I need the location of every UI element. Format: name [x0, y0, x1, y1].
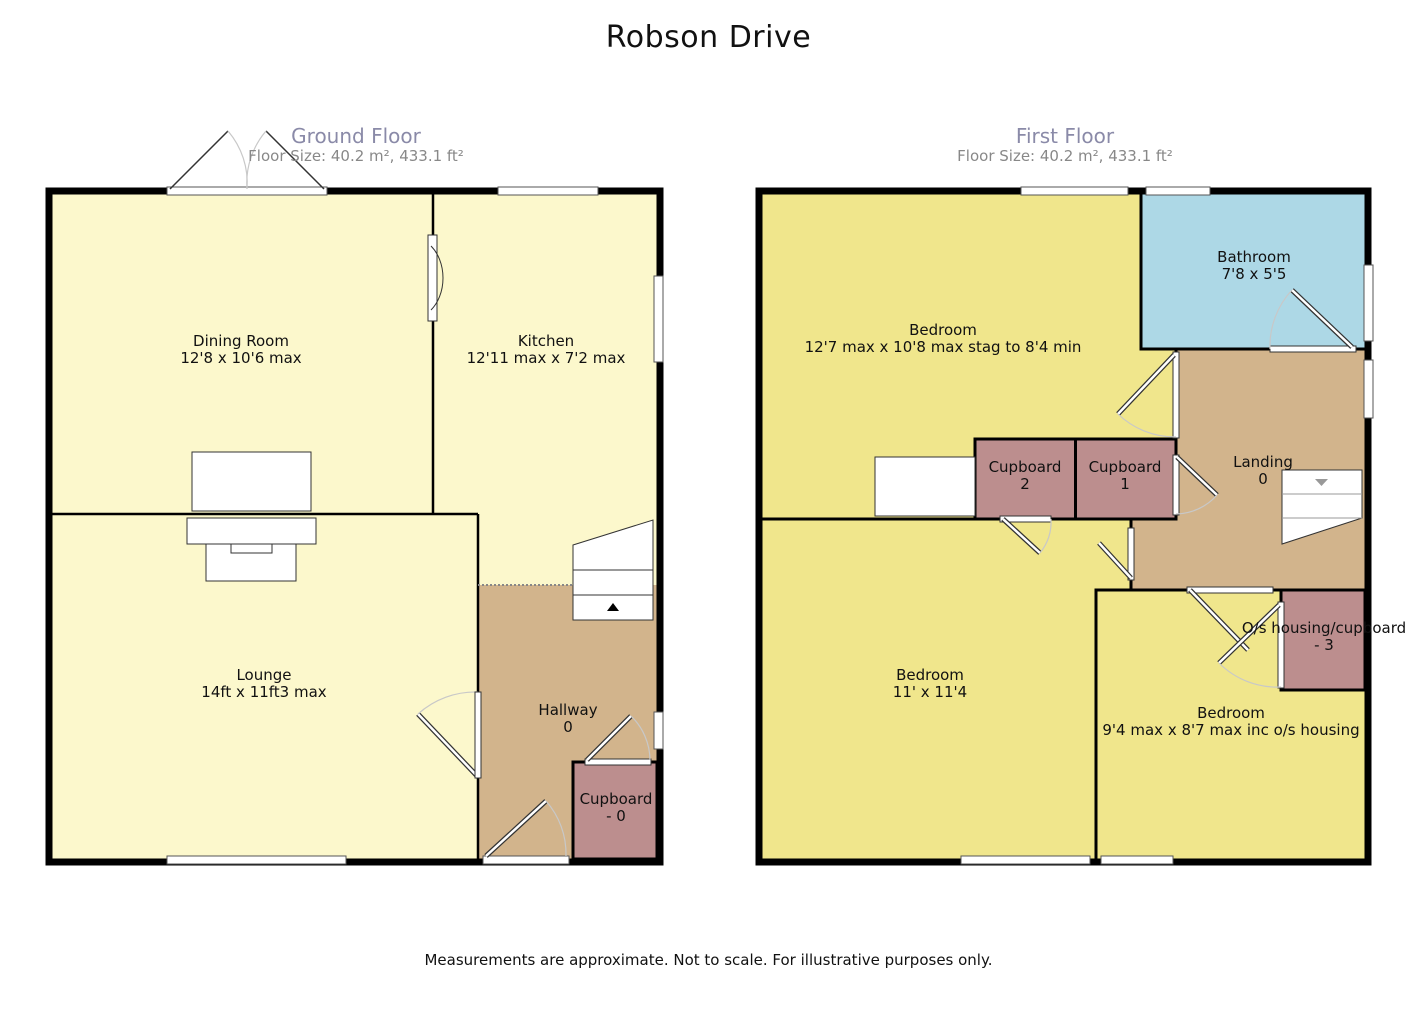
cupboard-door-leaf-inner [586, 715, 632, 761]
cupboard1-door-frame [1172, 454, 1180, 516]
cupboard-2-name: Cupboard [989, 458, 1062, 476]
plan-title: Robson Drive [605, 20, 812, 55]
first-floor-label: First Floor [1016, 124, 1115, 148]
kitchen-side-window [653, 275, 664, 363]
lounge-front-window [166, 855, 347, 865]
os-housing-door-leaf-inner [1218, 604, 1280, 664]
front-door-swing [545, 800, 567, 857]
bedroom1-name: Bedroom [909, 321, 977, 339]
bathroom-door-leaf-inner [1291, 289, 1353, 348]
dining-kitchen-door [427, 234, 438, 322]
french-door-leaf-left [169, 130, 229, 190]
lounge-door-swing [417, 691, 479, 715]
kitchen-dims: 12'11 max x 7'2 max [467, 349, 626, 367]
built-in-unit [874, 456, 976, 517]
cupboard-2-dims: 2 [1020, 475, 1030, 493]
cupboard-door-frame [584, 758, 652, 766]
first-floor-size: Floor Size: 40.2 m², 433.1 ft² [957, 147, 1173, 165]
cupboard-1-area [1076, 439, 1176, 519]
bedroom3-door-leaf-inner [1189, 589, 1249, 651]
cupboard-0-dims: - 0 [606, 807, 626, 825]
os-housing-dims: - 3 [1314, 636, 1334, 654]
lounge-dims: 14ft x 11ft3 max [201, 683, 326, 701]
bathroom-top-window [1145, 186, 1211, 196]
ground-floor-plan: Ground Floor Floor Size: 40.2 m², 433.1 … [45, 124, 664, 866]
bedroom2-name: Bedroom [896, 666, 964, 684]
french-door-leaf-right [265, 130, 325, 190]
os-housing-area [1281, 590, 1365, 690]
kitchen-name: Kitchen [518, 332, 574, 350]
hallway-side-window [653, 711, 664, 750]
lounge-door-leaf-inner [417, 713, 479, 778]
bedroom2-window [960, 855, 1091, 865]
bathroom-dims: 7'8 x 5'5 [1222, 265, 1287, 283]
bedroom1-dims: 12'7 max x 10'8 max stag to 8'4 min [805, 338, 1082, 356]
bedroom3-name: Bedroom [1197, 704, 1265, 722]
stairs-up-arrow-icon [607, 603, 619, 611]
lounge-name: Lounge [236, 666, 291, 684]
cupboard-2-area [975, 439, 1075, 519]
bedroom1-door-frame [1172, 351, 1180, 439]
hallway-dims: 0 [563, 718, 573, 736]
cupboard1-door-swing [1175, 494, 1218, 515]
bathroom-door-swing [1269, 289, 1293, 350]
ground-floor-size: Floor Size: 40.2 m², 433.1 ft² [248, 147, 464, 165]
ground-outer-wall [45, 187, 664, 866]
cupboard-1-dims: 1 [1120, 475, 1130, 493]
landing-stairs [1281, 469, 1363, 545]
first-floor-plan: First Floor Floor Size: 40.2 m², 433.1 f… [755, 124, 1406, 866]
os-housing-name: O/s housing/cupboard [1242, 619, 1406, 637]
dining-kitchen-door-swing [430, 245, 444, 311]
bedroom2-door-frame [1127, 527, 1135, 581]
cupboard-1-name: Cupboard [1089, 458, 1162, 476]
cupboard1-door-leaf-inner [1176, 456, 1218, 496]
bedroom3-door-frame [1186, 586, 1274, 594]
lounge-door-frame [474, 691, 482, 779]
ground-floor-label: Ground Floor [291, 124, 421, 148]
bedroom1-window [1020, 186, 1129, 196]
fireplace [186, 451, 317, 582]
landing-dims: 0 [1258, 470, 1268, 488]
bedroom2-dims: 11' x 11'4 [893, 683, 967, 701]
bedroom1-door-leaf-inner [1117, 354, 1175, 415]
landing-side-window [1363, 359, 1374, 419]
cupboard-0-name: Cupboard [580, 790, 653, 808]
dining-room-name: Dining Room [193, 332, 289, 350]
bathroom-name: Bathroom [1217, 248, 1291, 266]
bedroom3-window [1100, 855, 1174, 865]
stairs-down-arrow-icon [1315, 479, 1328, 486]
kitchen-top-window [497, 186, 599, 196]
cupboard-area [573, 762, 657, 859]
ground-stairs [572, 519, 654, 621]
bedroom1-door-swing [1117, 413, 1177, 438]
bedroom2-door-leaf-inner [1098, 542, 1132, 579]
cupboard2-door-swing [1039, 518, 1052, 554]
disclaimer-text: Measurements are approximate. Not to sca… [424, 951, 993, 969]
french-door-swing-left [227, 130, 248, 190]
cupboard2-door-leaf-inner [1002, 518, 1041, 554]
french-door-swing-right [246, 130, 267, 190]
bathroom-side-window [1363, 264, 1374, 342]
bedroom3-wall [1094, 588, 1365, 859]
bathroom-door-frame [1269, 345, 1357, 353]
os-housing-door-frame [1277, 601, 1285, 689]
bedroom3-dims: 9'4 max x 8'7 max inc o/s housing [1102, 721, 1359, 739]
hallway-name: Hallway [538, 701, 597, 719]
dining-room-dims: 12'8 x 10'6 max [180, 349, 301, 367]
cupboard-door-swing [630, 715, 651, 761]
landing-name: Landing [1233, 453, 1293, 471]
os-housing-door-swing [1218, 662, 1282, 688]
front-door-frame [482, 855, 570, 865]
front-door-leaf-inner [485, 800, 547, 857]
